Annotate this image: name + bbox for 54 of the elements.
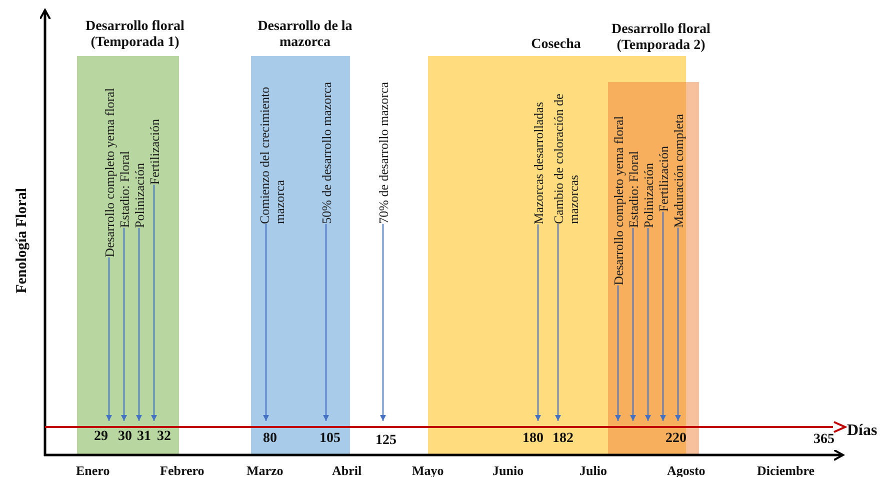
stage-label: Comienzo del crecimiento mazorca bbox=[257, 64, 287, 224]
arrow bbox=[263, 224, 269, 421]
day-number: 32 bbox=[157, 429, 171, 445]
day-number: 105 bbox=[320, 431, 340, 447]
arrow bbox=[323, 224, 329, 421]
stage-label: Polinización bbox=[132, 163, 146, 228]
stage-label: 70% de desarrollo mazorca bbox=[376, 82, 390, 224]
day-number: 29 bbox=[94, 429, 108, 445]
arrow bbox=[380, 224, 386, 421]
stage-label: Fertilización bbox=[656, 146, 670, 212]
day-number: 220 bbox=[666, 431, 686, 447]
phase-heading: Desarrollo de la mazorca bbox=[256, 19, 354, 51]
arrow bbox=[106, 257, 112, 421]
arrow bbox=[555, 224, 561, 421]
day-number: 31 bbox=[137, 429, 151, 445]
axis-title: Fenología Floral bbox=[14, 188, 30, 293]
day-number: 30 bbox=[118, 429, 132, 445]
day-number: 182 bbox=[552, 431, 574, 447]
arrow bbox=[675, 228, 681, 421]
month-label: Diciembre bbox=[757, 462, 815, 477]
month-label: Febrero bbox=[160, 462, 204, 477]
phase-heading: Cosecha bbox=[530, 37, 582, 53]
stage-label: Fertilización bbox=[146, 119, 162, 185]
arrow bbox=[630, 228, 636, 421]
stage-label: Estadio: Floral bbox=[626, 151, 640, 228]
stage-label: Cambio de coloración de mazorcas bbox=[551, 74, 581, 224]
stage-label: Desarrollo completo yema floral bbox=[610, 116, 626, 286]
month-label: Agosto bbox=[667, 462, 706, 477]
stage-label: Estadio: Floral bbox=[116, 151, 132, 228]
arrow bbox=[645, 228, 651, 421]
axis-title: Días bbox=[847, 422, 878, 440]
stage-label: Mazorcas desarrolladas bbox=[530, 102, 546, 224]
arrow bbox=[121, 228, 127, 421]
day-number: 80 bbox=[263, 431, 277, 447]
arrow bbox=[535, 224, 541, 421]
day-number: 365 bbox=[814, 432, 834, 448]
arrow bbox=[136, 228, 142, 421]
month-label: Abril bbox=[332, 462, 362, 477]
stage-label: Desarrollo completo yema floral bbox=[102, 88, 116, 258]
month-label: Junio bbox=[492, 462, 524, 477]
arrow bbox=[615, 285, 621, 421]
stage-label: Maduración completa bbox=[670, 114, 686, 228]
month-label: Julio bbox=[580, 462, 607, 477]
day-number: 180 bbox=[522, 431, 544, 447]
phase-heading: Desarrollo floral (Temporada 2) bbox=[610, 22, 712, 54]
month-label: Marzo bbox=[246, 462, 284, 477]
month-label: Mayo bbox=[412, 462, 444, 477]
day-number: 125 bbox=[376, 433, 396, 449]
month-label: Enero bbox=[76, 462, 110, 477]
arrow bbox=[660, 212, 666, 421]
phase-heading: Desarrollo floral (Temporada 1) bbox=[84, 19, 186, 51]
stage-label: 50% de desarrollo mazorca bbox=[318, 82, 334, 224]
arrow bbox=[151, 184, 157, 421]
stage-label: Polinización bbox=[640, 163, 656, 228]
